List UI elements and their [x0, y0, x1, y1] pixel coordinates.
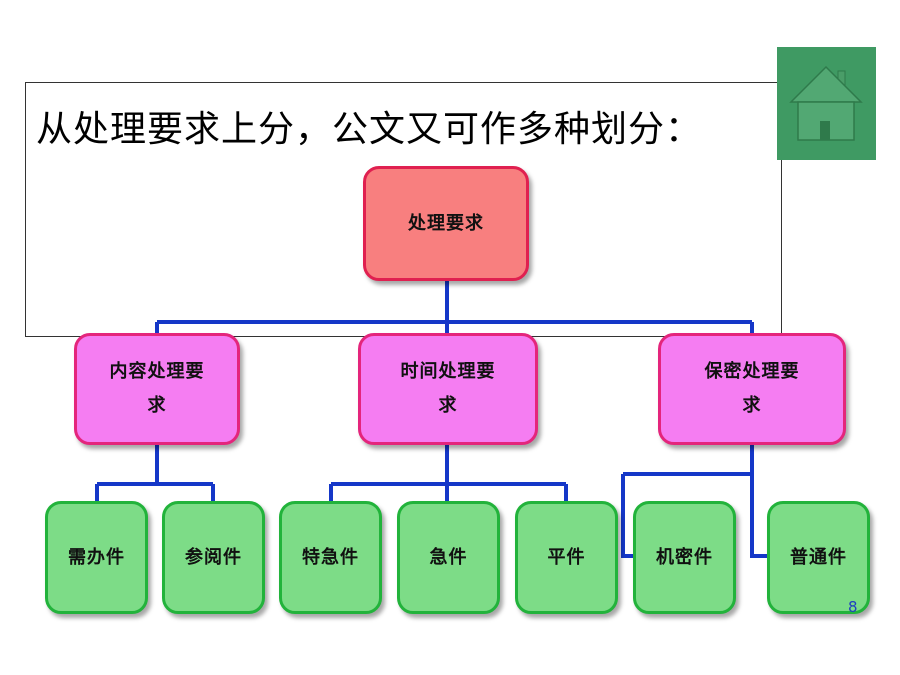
category-label-time: 时间处理要求 [400, 361, 496, 416]
root-label: 处理要求 [408, 212, 484, 234]
page-number: 8 [848, 598, 858, 616]
category-secrecy: 保密处理要求 [658, 333, 846, 445]
leaf-node: 急件 [397, 501, 500, 614]
leaf-node: 平件 [515, 501, 618, 614]
category-content: 内容处理要求 [74, 333, 240, 445]
home-button[interactable] [777, 47, 876, 160]
home-icon [789, 65, 863, 141]
category-label-content: 内容处理要求 [109, 361, 205, 416]
connector-leaf7 [750, 474, 770, 558]
slide-title: 从处理要求上分，公文又可作多种划分： [36, 109, 703, 150]
leaf-label: 需办件 [68, 546, 125, 568]
leaf-label: 普通件 [790, 546, 847, 568]
leaf-label: 特急件 [302, 546, 359, 568]
leaf-node: 普通件 [767, 501, 870, 614]
root-node: 处理要求 [363, 166, 529, 281]
category-label-secrecy: 保密处理要求 [704, 361, 800, 416]
leaf-node: 机密件 [633, 501, 736, 614]
leaf-label: 参阅件 [185, 546, 242, 568]
leaf-node: 参阅件 [162, 501, 265, 614]
leaf-label: 平件 [547, 546, 586, 568]
connector-leaf6 [621, 474, 636, 558]
leaf-label: 急件 [429, 546, 468, 568]
leaf-node: 需办件 [45, 501, 148, 614]
leaf-label: 机密件 [656, 546, 713, 568]
leaf-node: 特急件 [279, 501, 382, 614]
category-time: 时间处理要求 [358, 333, 538, 445]
